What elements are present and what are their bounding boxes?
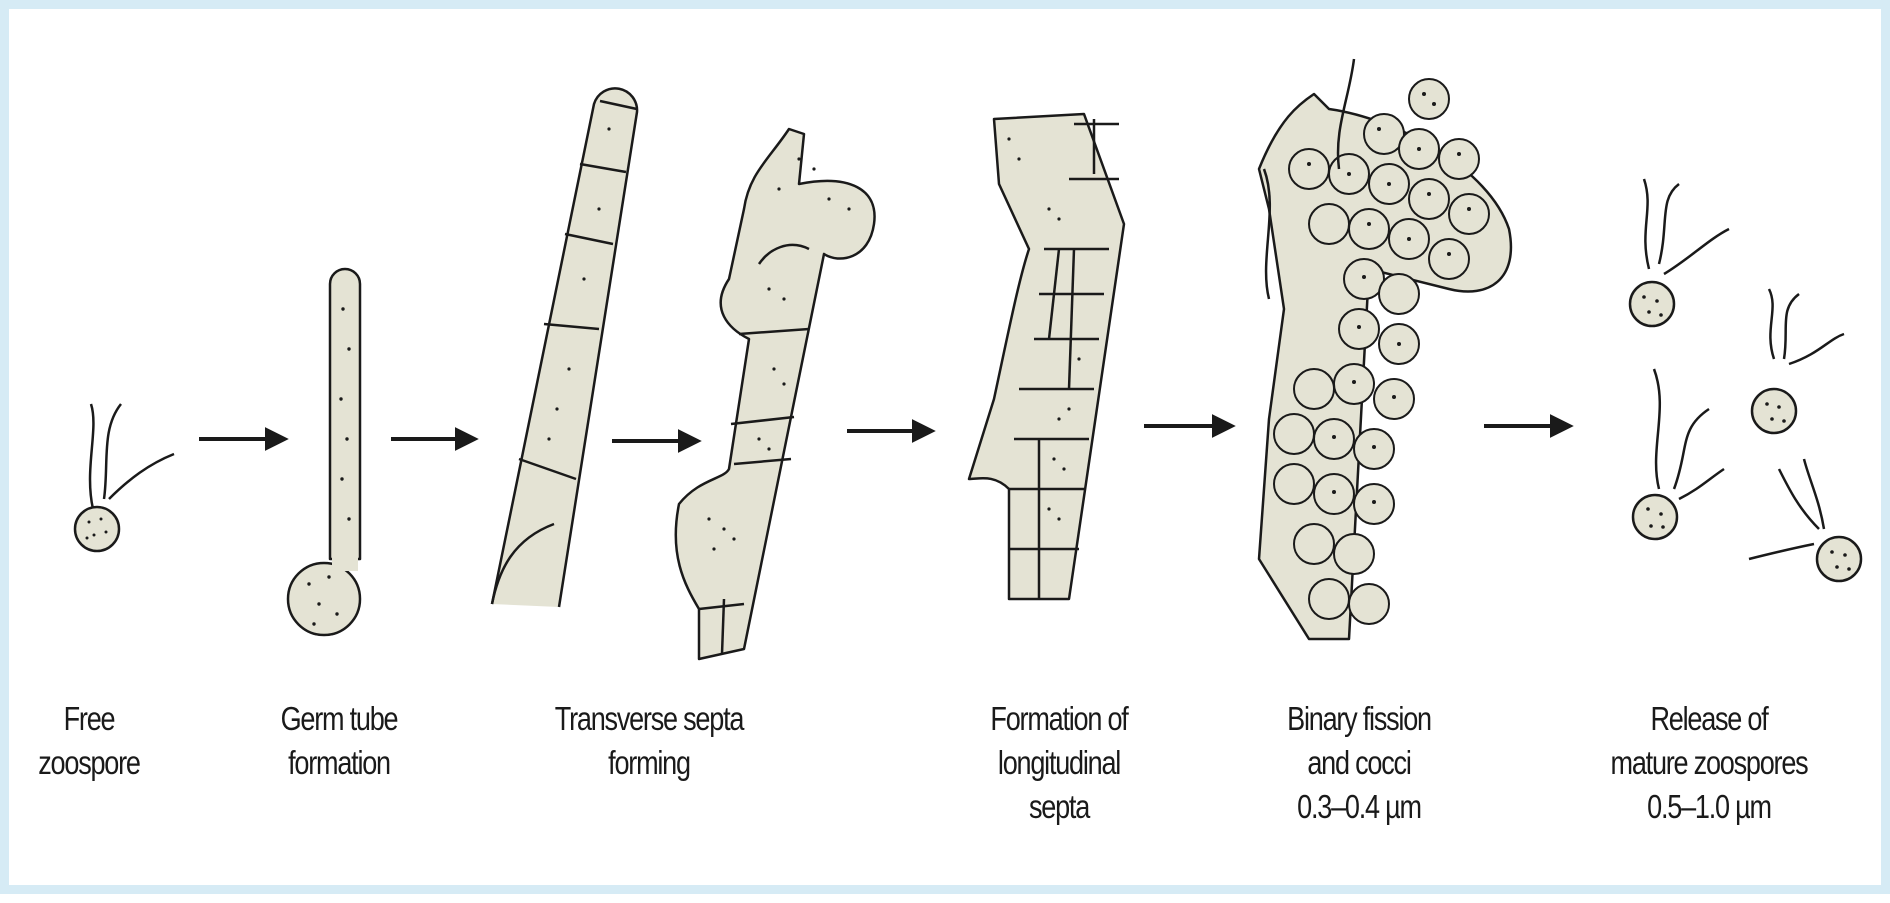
longitudinal-septa-illustration: [969, 114, 1124, 599]
binary-fission-cocci-illustration: [1259, 59, 1511, 639]
free-zoospore-illustration: [75, 404, 174, 551]
germ-tube-illustration: [288, 269, 360, 635]
transverse-septa-illustration: [492, 88, 637, 607]
septa-branching-illustration: [676, 129, 875, 659]
mature-zoospores-illustration: [1630, 179, 1861, 581]
